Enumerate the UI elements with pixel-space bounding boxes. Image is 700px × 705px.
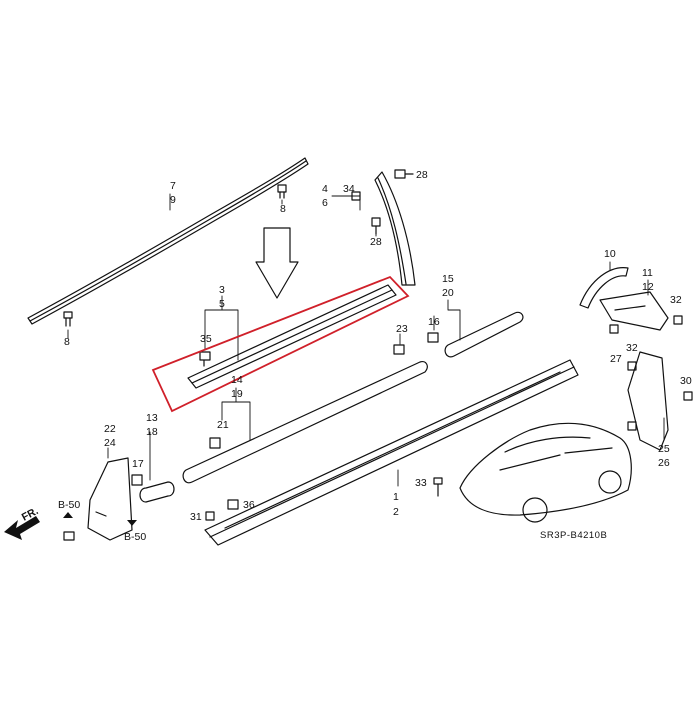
garnish-17 [131,474,143,486]
label-19: 19 [231,388,243,400]
highlight-box [151,275,410,413]
part-labels: 7 9 8 4 34 6 28 28 8 3 5 35 14 19 21 15 … [58,169,692,543]
label-28b: 28 [370,236,382,248]
label-13: 13 [146,412,158,424]
label-32b: 32 [626,342,638,354]
label-2: 2 [393,506,399,518]
roof-molding [27,157,309,325]
label-20: 20 [442,287,454,299]
ref-b50-top: B-50 [58,499,80,511]
label-8b: 8 [280,203,286,215]
rear-mudguard [627,351,669,451]
label-14: 14 [231,374,243,386]
label-1: 1 [393,491,399,503]
label-17: 17 [132,458,144,470]
stud-33 [433,477,443,497]
clip-31 [205,511,215,521]
label-36: 36 [243,499,255,511]
clip-32b [627,421,637,431]
label-25: 25 [658,443,670,455]
label-15: 15 [442,273,454,285]
label-33: 33 [415,477,427,489]
screw-27 [609,324,619,334]
label-8a: 8 [64,336,70,348]
screw-28a [394,169,414,179]
clip-8b [277,184,287,199]
label-7: 7 [170,180,176,192]
label-27: 27 [610,353,622,365]
label-22: 22 [104,423,116,435]
clip-21 [209,437,221,449]
arrow-down-icon [127,520,137,526]
clip-32a [627,361,637,371]
front-mudguard [87,457,133,541]
clip-16 [427,332,439,343]
label-10: 10 [604,248,616,260]
label-30: 30 [680,375,692,387]
car-outline [459,422,632,523]
label-28a: 28 [416,169,428,181]
window-belt-molding [187,284,397,389]
label-24: 24 [104,437,116,449]
label-11: 11 [642,267,653,279]
label-4: 4 [322,183,328,195]
front-arrow: FR. [4,505,40,540]
quarter-molding [444,311,524,358]
label-18: 18 [146,426,158,438]
label-23: 23 [396,323,408,335]
clip-8a [63,311,73,327]
label-12: 12 [642,281,654,293]
arch-garnish [579,267,629,309]
label-26: 26 [658,457,670,469]
bracket [599,291,669,331]
label-35: 35 [200,333,212,345]
clip-30 [683,391,693,401]
label-21: 21 [217,419,229,431]
bolt-b50 [63,531,75,541]
label-31: 31 [190,511,202,523]
ref-b50-bottom: B-50 [124,531,146,543]
label-6: 6 [322,197,328,209]
label-5: 5 [219,298,225,310]
label-32a: 32 [670,294,682,306]
side-sill-garnish [204,359,579,546]
clip-23 [393,344,405,355]
molding-13 [139,481,175,503]
direction-arrow [255,227,299,299]
clip-35 [199,351,211,367]
label-34: 34 [343,183,355,195]
door-molding [182,361,428,484]
label-3: 3 [219,284,225,296]
door-sash-molding [374,171,416,286]
label-16: 16 [428,316,440,328]
clip-36 [227,499,239,510]
diagram-code: SR3P-B4210B [540,530,607,541]
label-9: 9 [170,194,176,206]
arrow-up-icon [63,512,73,518]
clip-12 [673,315,683,325]
leader-lines [67,193,665,487]
